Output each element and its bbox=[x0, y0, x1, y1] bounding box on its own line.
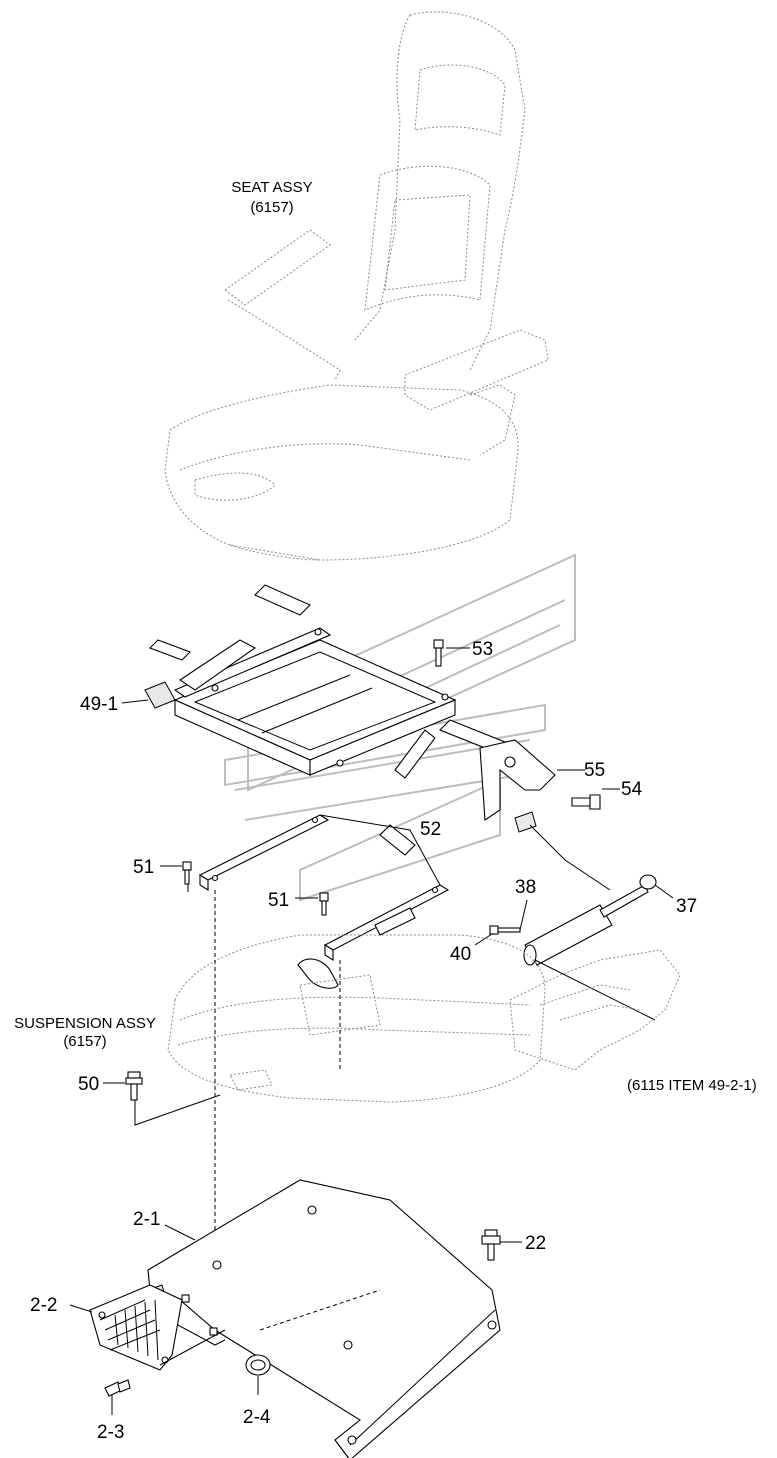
base-plate-2-1 bbox=[147, 1179, 501, 1458]
callout-2-2: 2-2 bbox=[30, 1295, 57, 1316]
grommet-2-4 bbox=[245, 1354, 271, 1376]
grille-cover-2-2 bbox=[89, 1284, 183, 1371]
callout-38: 38 bbox=[515, 877, 536, 898]
callout-51-right: 51 bbox=[268, 890, 289, 911]
bolt-54 bbox=[571, 794, 601, 810]
suspension-assy-ref: (6157) bbox=[63, 1033, 106, 1050]
seat-assembly-outline bbox=[164, 11, 549, 561]
suspension-assy-name: SUSPENSION ASSY bbox=[14, 1015, 156, 1032]
external-assembly-outline bbox=[509, 949, 681, 1071]
seat-assy-name: SEAT ASSY bbox=[231, 179, 312, 196]
slide-rail-left bbox=[198, 814, 330, 891]
bracket-55 bbox=[479, 739, 556, 833]
callout-50: 50 bbox=[78, 1074, 99, 1095]
callout-2-4: 2-4 bbox=[243, 1407, 271, 1428]
bolt-53 bbox=[433, 639, 444, 667]
bolt-51-right bbox=[319, 892, 329, 916]
callout-22: 22 bbox=[525, 1233, 546, 1254]
callout-2-3: 2-3 bbox=[97, 1422, 124, 1443]
seat-assy-ref: (6157) bbox=[250, 199, 293, 216]
gas-spring-37 bbox=[523, 874, 657, 966]
callout-49-1: 49-1 bbox=[80, 694, 118, 715]
bolt-22 bbox=[481, 1229, 501, 1261]
callout-40: 40 bbox=[450, 944, 471, 965]
callout-54: 54 bbox=[621, 779, 643, 800]
external-ref: (6115 ITEM 49-2-1) bbox=[627, 1077, 757, 1094]
bolt-40 bbox=[489, 925, 521, 935]
callout-52: 52 bbox=[420, 819, 441, 840]
suspension-assembly-outline bbox=[167, 934, 546, 1103]
screw-2-3 bbox=[104, 1379, 131, 1397]
slide-frame-part bbox=[144, 584, 521, 856]
slide-rail-right bbox=[323, 884, 450, 961]
callout-55: 55 bbox=[584, 760, 605, 781]
callout-37: 37 bbox=[676, 896, 697, 917]
bolt-51-left bbox=[182, 861, 192, 885]
bolt-50 bbox=[125, 1071, 143, 1101]
callout-2-1: 2-1 bbox=[133, 1209, 160, 1230]
callout-53: 53 bbox=[472, 639, 493, 660]
pin-38 bbox=[519, 899, 528, 931]
callout-51-left: 51 bbox=[133, 857, 154, 878]
slide-handle bbox=[297, 958, 339, 989]
